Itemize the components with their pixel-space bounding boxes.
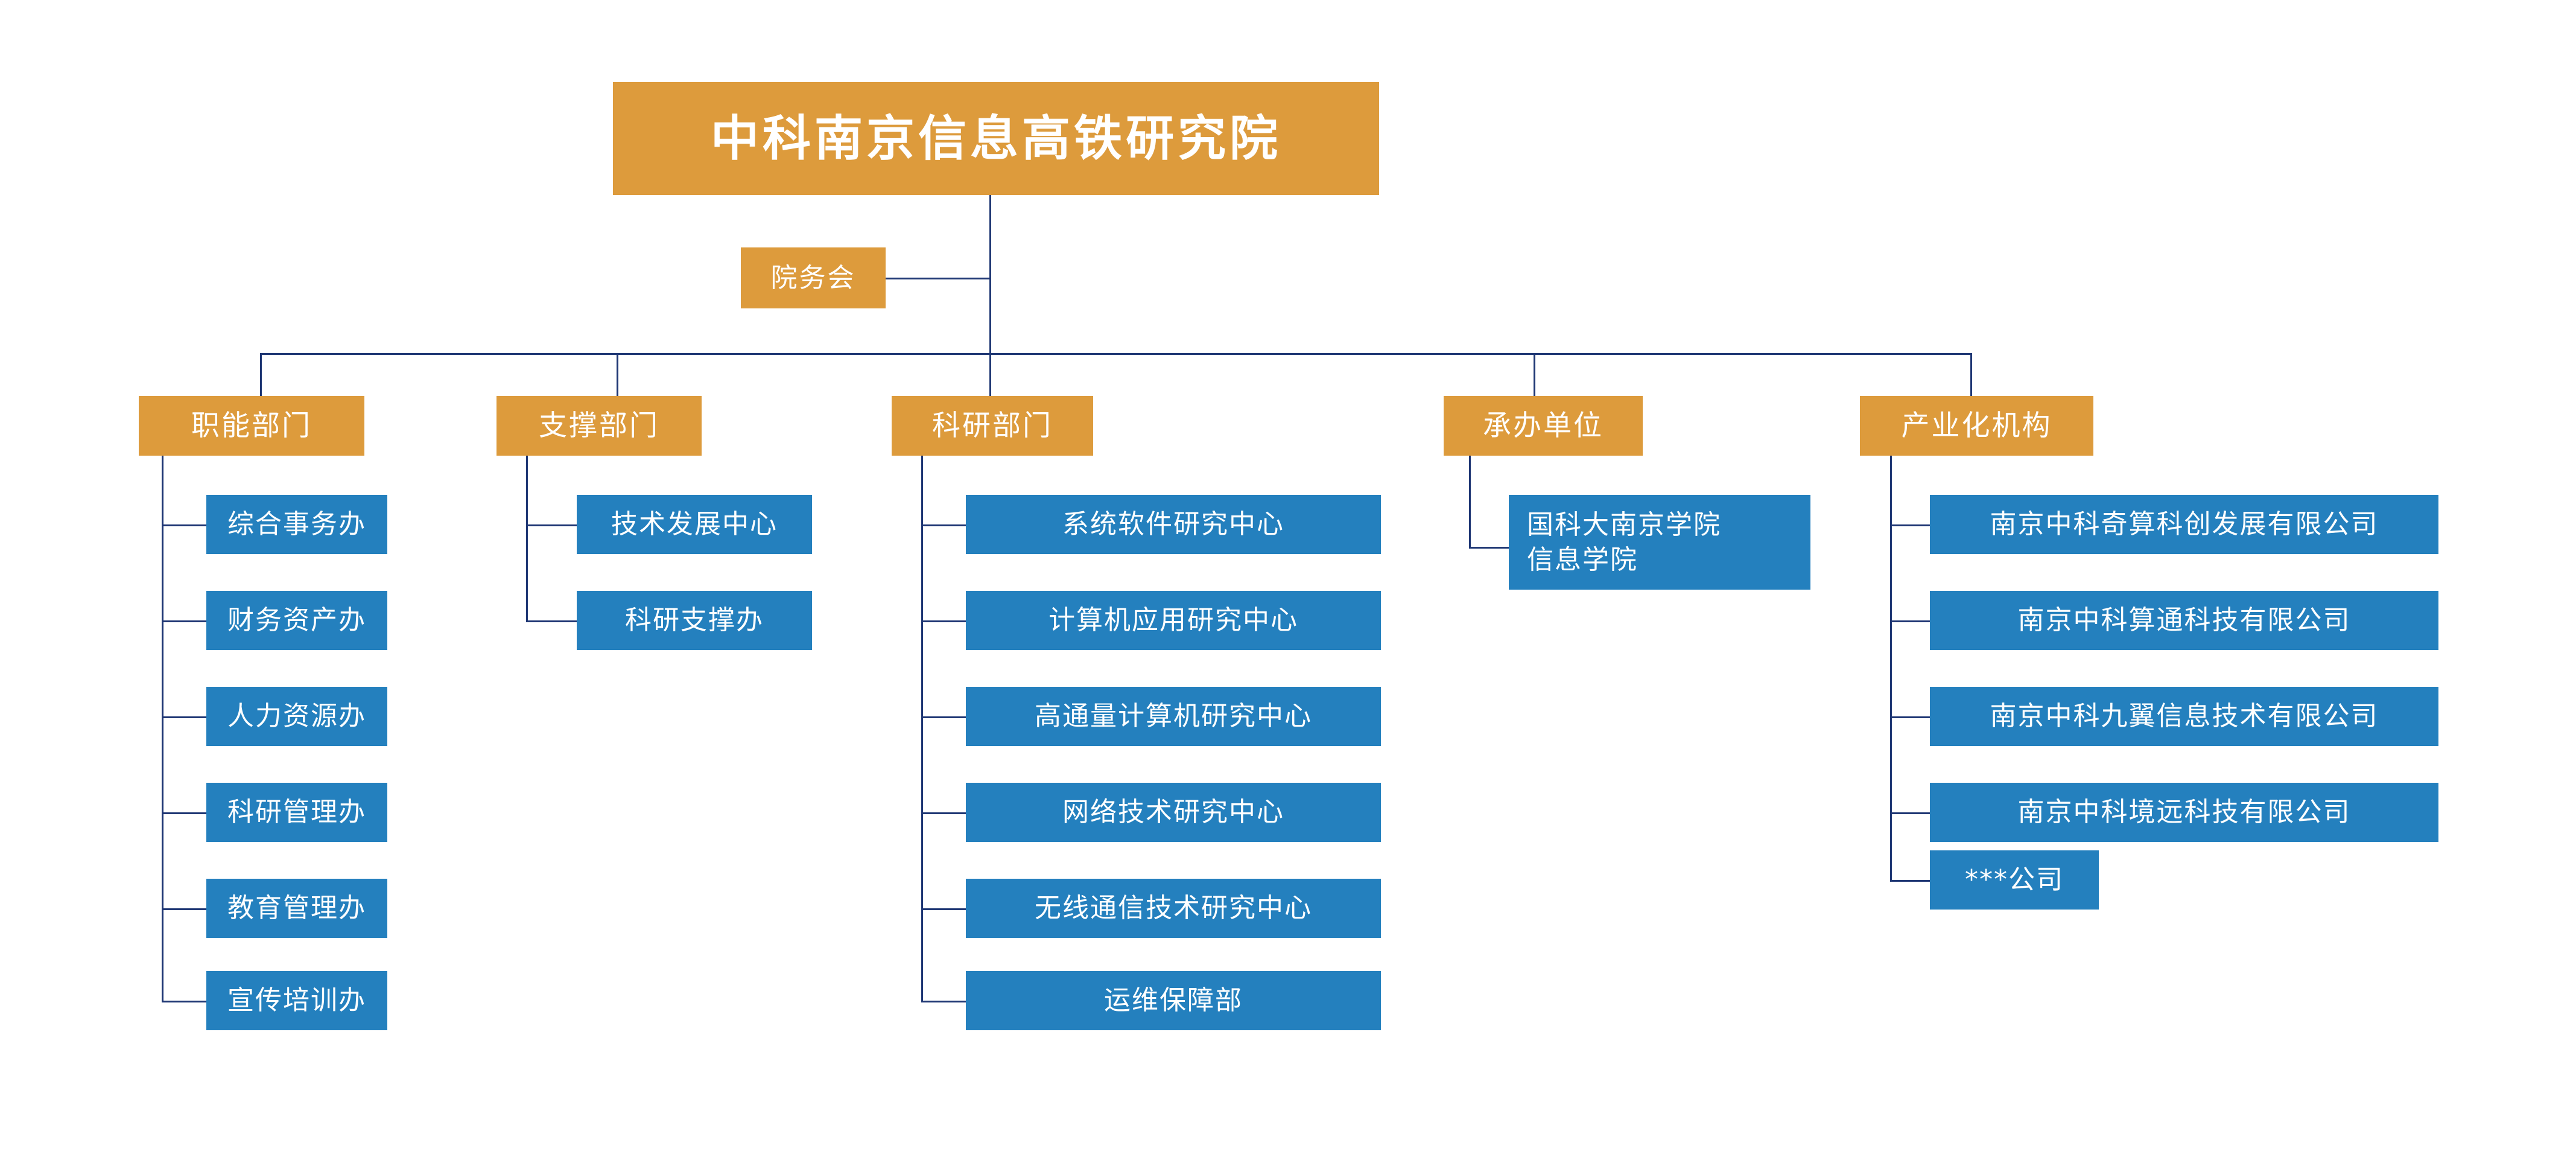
leaf-node-tech-development-center[interactable]: 技术发展中心 (577, 495, 812, 554)
connector-stub-g0-c0 (162, 524, 206, 526)
connector-stub-g0-c3 (162, 812, 206, 814)
leaf-node-finance-assets[interactable]: 财务资产办 (206, 591, 387, 650)
connector-stub-g4-c1 (1890, 620, 1930, 622)
leaf-node-suantong-company[interactable]: 南京中科算通科技有限公司 (1930, 591, 2438, 650)
connector-spine-group-3 (1469, 456, 1471, 549)
group-node-industrialization-institutions[interactable]: 产业化机构 (1860, 396, 2093, 456)
connector-stub-g1-c0 (526, 524, 577, 526)
connector-stub-g2-c0 (921, 524, 966, 526)
group-node-host-unit[interactable]: 承办单位 (1444, 396, 1643, 456)
connector-stub-g1-c1 (526, 620, 577, 622)
connector-council-stub (886, 278, 991, 279)
connector-spine-group-2 (921, 456, 923, 1001)
group-node-support-departments[interactable]: 支撑部门 (496, 396, 702, 456)
connector-stub-g4-c2 (1890, 716, 1930, 718)
leaf-node-operations-support-dept[interactable]: 运维保障部 (966, 971, 1381, 1030)
leaf-node-general-affairs[interactable]: 综合事务办 (206, 495, 387, 554)
leaf-node-research-support-office[interactable]: 科研支撑办 (577, 591, 812, 650)
leaf-node-network-technology-center[interactable]: 网络技术研究中心 (966, 783, 1381, 842)
connector-root-trunk (989, 195, 991, 355)
connector-drop-group-1 (617, 353, 618, 396)
leaf-node-system-software-center[interactable]: 系统软件研究中心 (966, 495, 1381, 554)
connector-stub-g4-c3 (1890, 812, 1930, 814)
connector-stub-g2-c3 (921, 812, 966, 814)
connector-drop-group-2 (989, 353, 991, 396)
connector-stub-g2-c5 (921, 1001, 966, 1002)
connector-stub-g2-c2 (921, 716, 966, 718)
connector-spine-group-4 (1890, 456, 1892, 880)
group-node-functional-departments[interactable]: 职能部门 (139, 396, 364, 456)
leaf-node-human-resources[interactable]: 人力资源办 (206, 687, 387, 746)
connector-stub-g2-c1 (921, 620, 966, 622)
leaf-node-publicity-training[interactable]: 宣传培训办 (206, 971, 387, 1030)
connector-stub-g4-c4 (1890, 880, 1930, 882)
root-node-institute[interactable]: 中科南京信息高铁研究院 (613, 82, 1379, 195)
leaf-node-jiuyi-company[interactable]: 南京中科九翼信息技术有限公司 (1930, 687, 2438, 746)
connector-spine-group-0 (162, 456, 163, 1001)
leaf-node-education-management[interactable]: 教育管理办 (206, 879, 387, 938)
leaf-node-ucas-nanjing-college[interactable]: 国科大南京学院 信息学院 (1509, 495, 1810, 590)
leaf-node-wireless-communication-center[interactable]: 无线通信技术研究中心 (966, 879, 1381, 938)
leaf-node-placeholder-company[interactable]: ***公司 (1930, 850, 2099, 910)
connector-stub-g0-c5 (162, 1001, 206, 1002)
leaf-node-qisuan-company[interactable]: 南京中科奇算科创发展有限公司 (1930, 495, 2438, 554)
leaf-node-research-management[interactable]: 科研管理办 (206, 783, 387, 842)
connector-stub-g4-c0 (1890, 524, 1930, 526)
connector-stub-g2-c4 (921, 908, 966, 910)
connector-spine-group-1 (526, 456, 528, 620)
connector-distribution-bar (260, 353, 1972, 355)
council-node[interactable]: 院务会 (741, 247, 886, 308)
connector-stub-g0-c1 (162, 620, 206, 622)
group-node-research-departments[interactable]: 科研部门 (892, 396, 1093, 456)
leaf-node-jingyuan-company[interactable]: 南京中科境远科技有限公司 (1930, 783, 2438, 842)
leaf-node-high-throughput-computer-center[interactable]: 高通量计算机研究中心 (966, 687, 1381, 746)
connector-drop-group-0 (260, 353, 262, 396)
leaf-node-computer-application-center[interactable]: 计算机应用研究中心 (966, 591, 1381, 650)
connector-drop-group-3 (1534, 353, 1535, 396)
connector-stub-g3-c0 (1469, 547, 1509, 549)
connector-stub-g0-c4 (162, 908, 206, 910)
connector-stub-g0-c2 (162, 716, 206, 718)
connector-drop-group-4 (1970, 353, 1972, 396)
